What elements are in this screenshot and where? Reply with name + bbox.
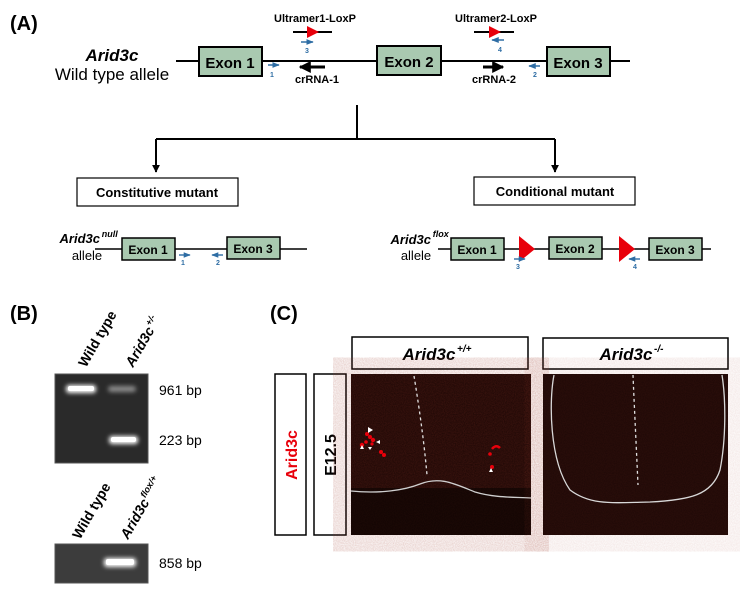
gel-1 (54, 373, 149, 464)
flox-allele-superscript: flox (433, 229, 450, 239)
crrna-1-label: crRNA-1 (295, 74, 339, 86)
column-header-ko: Arid3c -/- (542, 337, 729, 370)
ko-tissue-outline (550, 374, 726, 504)
gel1-band-het-961 (108, 386, 136, 392)
arrowhead-icon (368, 447, 372, 450)
wt-exon-1-label: Exon 1 (205, 55, 254, 72)
row-label-stage-text: E12.5 (323, 434, 340, 476)
image-wt (350, 374, 532, 535)
conditional-mutant-label: Conditional mutant (496, 184, 615, 199)
panel-b: (B) Wild type Arid3c +/- 961 bp 223 bp W… (10, 303, 202, 584)
flox-exon-1-label: Exon 1 (457, 243, 497, 257)
null-exon-3 (226, 236, 281, 260)
null-exon-3-label: Exon 3 (233, 242, 273, 256)
flox-allele-gene: Arid3c (390, 232, 432, 247)
row-label-stage: E12.5 (313, 373, 347, 536)
null-allele-gene: Arid3c (59, 231, 101, 246)
ko-midline-dashed (632, 374, 639, 486)
wt-gene-name: Arid3c (85, 46, 139, 65)
flox-exon-2 (548, 236, 603, 260)
gel1-band-wt-961-core (68, 386, 94, 391)
wt-exon-2: Exon 2 (376, 45, 442, 76)
wt-arrowhead-markers (360, 427, 493, 472)
primer-2-label: 2 (533, 72, 537, 79)
gel1-band-223-label: 223 bp (159, 432, 202, 448)
panel-a-label: (A) (10, 13, 38, 35)
ultramer2-loxp-triangle-icon (489, 26, 501, 38)
wt-exon-3: Exon 3 (546, 46, 611, 77)
null-primer-1-label: 1 (181, 260, 185, 267)
wt-exon-3-label: Exon 3 (553, 55, 602, 72)
row-label-marker-text: Arid3c (284, 430, 301, 480)
gel1-lane2-label: Arid3c +/- (121, 313, 157, 371)
wt-exon-1: Exon 1 (198, 46, 263, 77)
flox-exon-3-label: Exon 3 (655, 243, 695, 257)
flox-loxp-1-triangle-icon (519, 236, 535, 262)
flox-primer-3-label: 3 (516, 264, 520, 271)
panel-c: (C) Arid3c +/+ Arid3c -/- Arid3c E12.5 (270, 303, 729, 536)
branch-connector (152, 105, 559, 173)
null-allele-superscript: null (102, 229, 118, 239)
wt-tissue-outline (350, 480, 532, 499)
column-header-ko-superscript: -/- (654, 344, 664, 355)
ultramer2-label: Ultramer2-LoxP (455, 13, 537, 25)
column-header-wt: Arid3c +/+ (351, 336, 529, 370)
wt-exon-2-label: Exon 2 (384, 54, 433, 71)
primer-1-label: 1 (270, 72, 274, 79)
wt-midline-dashed (413, 375, 428, 476)
panel-c-label: (C) (270, 303, 298, 325)
constitutive-mutant-label: Constitutive mutant (96, 185, 219, 200)
gel2-band-flox-858-core (106, 559, 134, 565)
wt-arid3c-signal (359, 432, 501, 469)
primer-4-label: 4 (498, 47, 502, 54)
gel1-band-961-label: 961 bp (159, 382, 202, 398)
column-header-wt-superscript: +/+ (457, 344, 472, 355)
gel2-lane1-label: Wild type (69, 480, 114, 542)
null-exon-1-label: Exon 1 (128, 243, 168, 257)
flox-exon-3 (648, 237, 703, 261)
null-exon-1 (121, 237, 176, 261)
gel2-lane2-gene: Arid3c (116, 496, 152, 543)
panel-b-label: (B) (10, 303, 38, 325)
crrna-2-label: crRNA-2 (472, 74, 516, 86)
constitutive-mutant-box: Constitutive mutant (76, 177, 239, 207)
gel1-lane1-label: Wild type (75, 308, 120, 370)
arrowhead-icon (489, 468, 493, 472)
flox-allele: Arid3c flox allele Exon 1 Exon 2 Exon 3 … (390, 229, 711, 271)
arrowhead-icon (376, 440, 380, 444)
gel1-lane2-superscript: +/- (143, 313, 157, 327)
gel1-band-het-223-core (111, 437, 136, 442)
flox-exon-2-label: Exon 2 (555, 242, 595, 256)
primer-3-label: 3 (305, 48, 309, 55)
column-header-wt-gene: Arid3c (402, 345, 456, 364)
null-primer-2-label: 2 (216, 260, 220, 267)
flox-allele-label: allele (401, 248, 431, 263)
flox-exon-1 (450, 237, 505, 261)
gel2-lane2-label: Arid3c flox/+ (116, 473, 159, 543)
ultramer1-label: Ultramer1-LoxP (274, 13, 356, 25)
gel-2 (54, 543, 149, 584)
gel2-band-858-label: 858 bp (159, 555, 202, 571)
conditional-mutant-box: Conditional mutant (473, 176, 636, 206)
gel1-lane2-gene: Arid3c (121, 324, 157, 371)
arrowhead-icon (360, 445, 364, 449)
gel2-lane2-superscript: flox/+ (138, 473, 159, 499)
null-allele-label: allele (72, 248, 102, 263)
null-allele: Arid3c null allele Exon 1 Exon 3 1 2 (59, 229, 307, 267)
column-header-ko-gene: Arid3c (599, 345, 653, 364)
arrowhead-icon (368, 427, 373, 433)
flox-primer-4-label: 4 (633, 264, 637, 271)
ultramer1-loxp-triangle-icon (307, 26, 319, 38)
wt-allele-label: Wild type allele (55, 65, 169, 84)
image-ko (543, 374, 728, 535)
panel-a: (A) Arid3c Wild type allele Exon 1 Exon … (10, 13, 711, 271)
row-label-marker: Arid3c (274, 373, 307, 536)
flox-loxp-2-triangle-icon (619, 236, 635, 262)
